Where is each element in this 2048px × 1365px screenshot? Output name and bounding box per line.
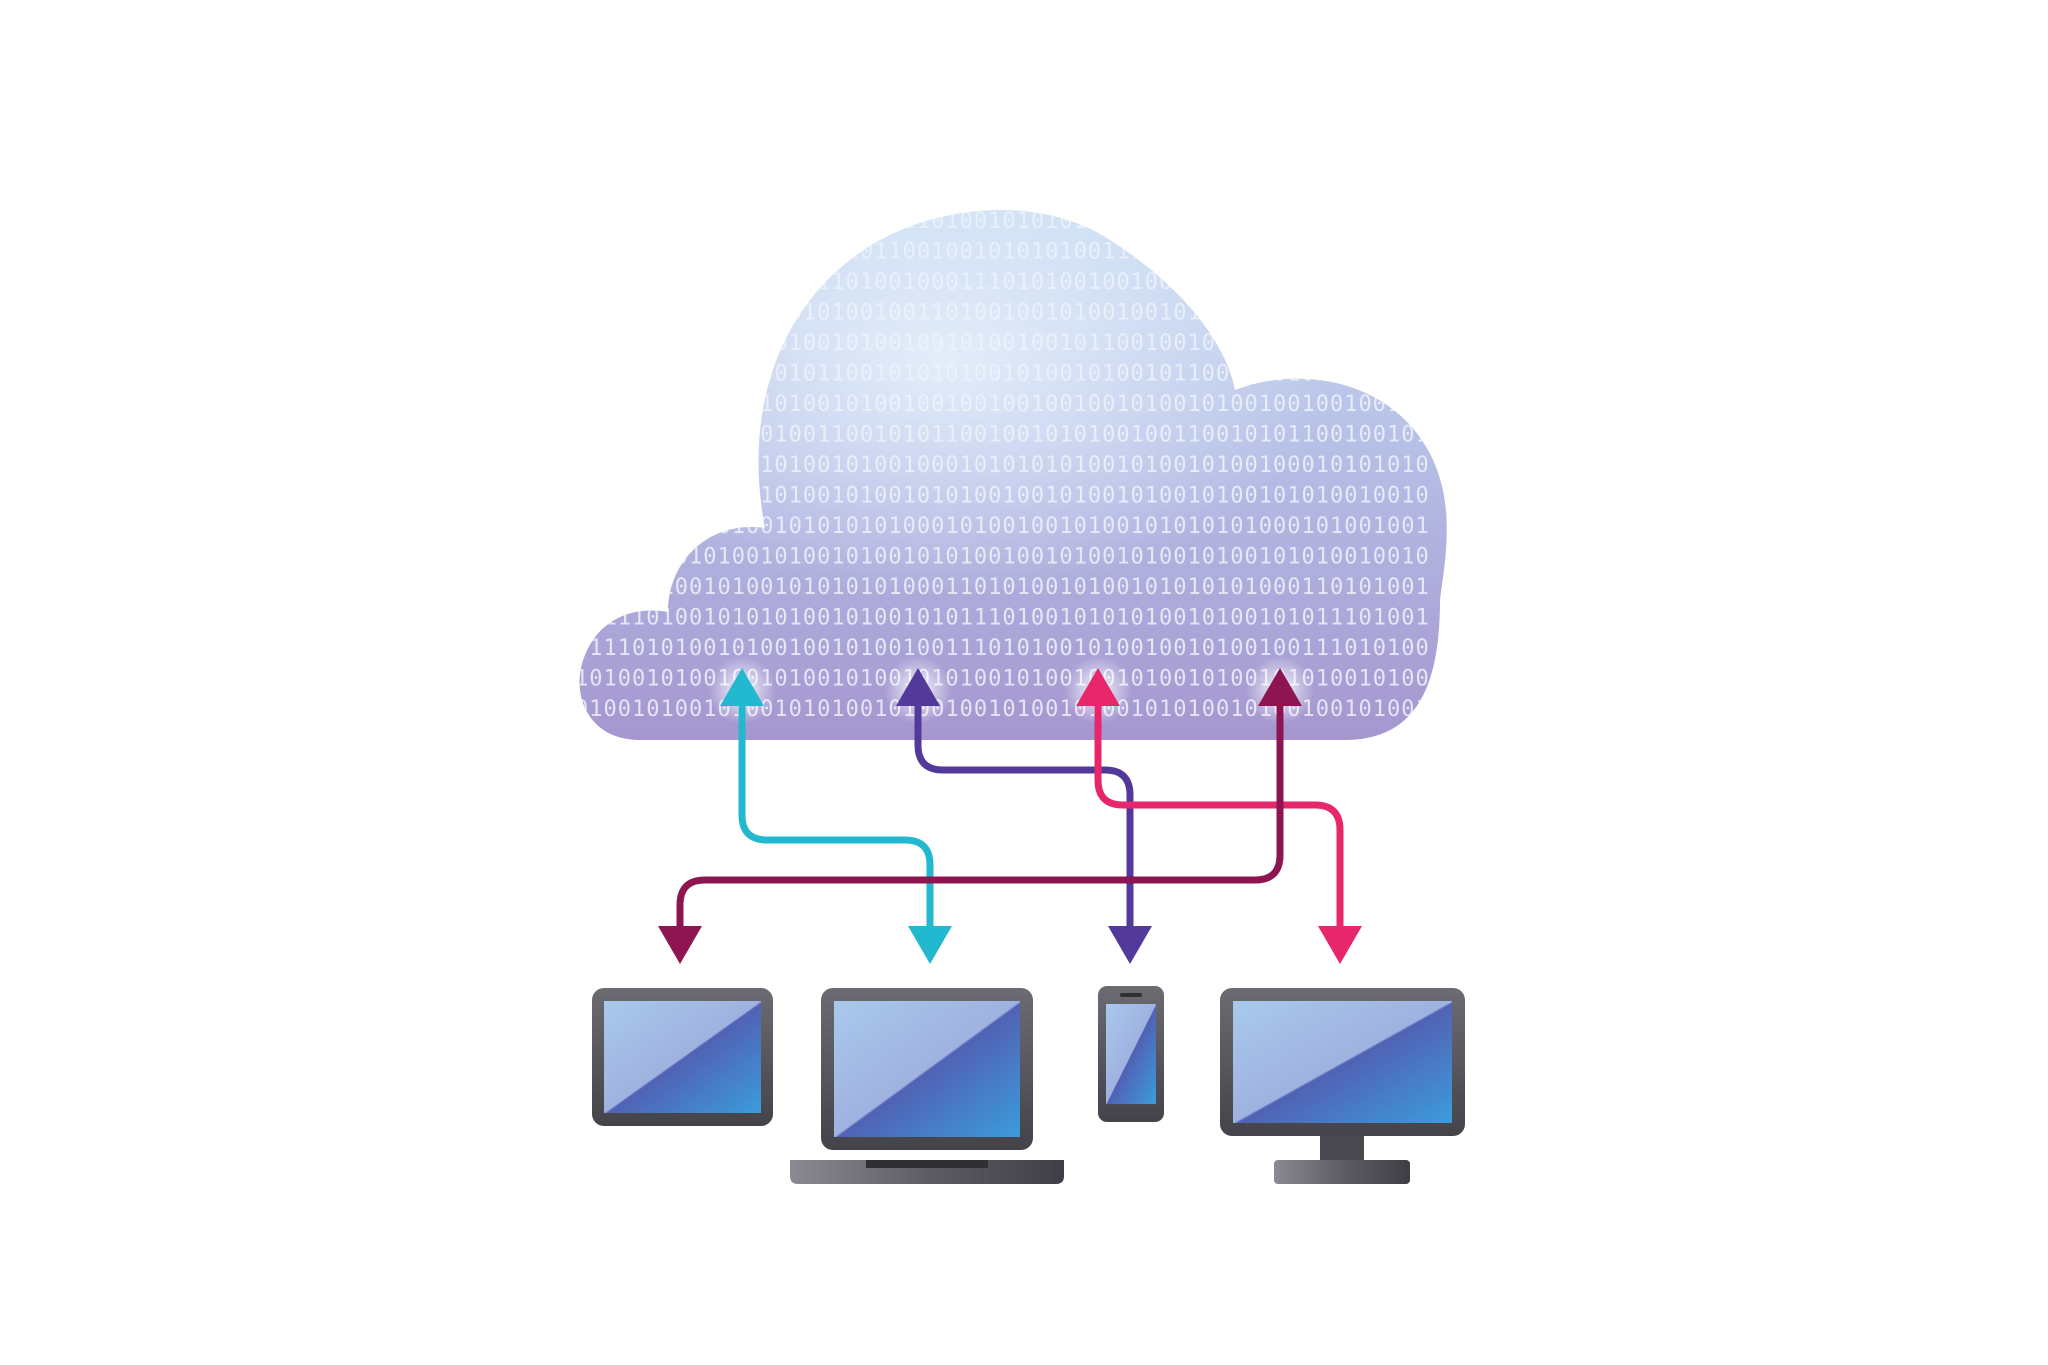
binary-data-pattern: 0100101010100101001010011010010101010010… <box>575 209 1430 722</box>
connection-lines <box>676 696 1344 934</box>
binary-row: 1010010010100101001010010101001001010010… <box>575 545 1430 570</box>
cloud-glow <box>579 210 1447 740</box>
maroon-link-line <box>676 696 1284 934</box>
binary-row: 0110101001010010101010100011010100101001… <box>575 575 1430 600</box>
arrowheads <box>658 668 1362 964</box>
pink-down-arrow-icon <box>1318 926 1362 964</box>
binary-row: 0100101010100101001010011010010101010010… <box>575 209 1430 234</box>
indigo-down-arrow-icon <box>1108 926 1152 964</box>
binary-row: 0101001001010010101010100010100100101001… <box>575 514 1430 539</box>
binary-row: 0010101010100101001010010001010101010010… <box>575 453 1430 478</box>
binary-row: 0011101010010010011010010001110101001001… <box>575 270 1430 295</box>
devices <box>592 986 1465 1184</box>
cyan-up-arrow-icon <box>720 668 764 706</box>
laptop-icon <box>790 988 1064 1184</box>
binary-row: 1001010101001110100101100100101010100111… <box>575 240 1430 265</box>
indigo-up-arrow-icon <box>896 668 940 706</box>
pink-up-arrow-icon <box>1076 668 1120 706</box>
cyan-down-arrow-icon <box>908 926 952 964</box>
smartphone-icon <box>1098 986 1164 1122</box>
tablet-icon <box>592 988 773 1126</box>
binary-row: 1010010010100101001010010101001001010010… <box>575 484 1430 509</box>
binary-row: 1100100101010010011001010110010010101001… <box>575 423 1430 448</box>
binary-row: 1010010010100100101001001101001001010010… <box>575 301 1430 326</box>
maroon-down-arrow-icon <box>658 926 702 964</box>
binary-row: 0100100100100101001010010010010010010010… <box>575 392 1430 417</box>
binary-row: 0111010100101001001010010011101010010100… <box>575 636 1430 661</box>
binary-row: 0101001001011001001010010010100100101100… <box>575 331 1430 356</box>
binary-row: 1010010100101001011001010101001010010100… <box>575 362 1430 387</box>
maroon-up-arrow-icon <box>1258 668 1302 706</box>
indigo-link-line <box>914 696 1134 934</box>
pink-link-line <box>1094 696 1344 934</box>
binary-row: 1011101001010101001010010101110100101010… <box>575 606 1430 631</box>
cloud-icon: 0100101010100101001010011010010101010010… <box>575 209 1447 740</box>
desktop-monitor-icon <box>1220 988 1465 1184</box>
cyan-link-line <box>738 696 934 934</box>
